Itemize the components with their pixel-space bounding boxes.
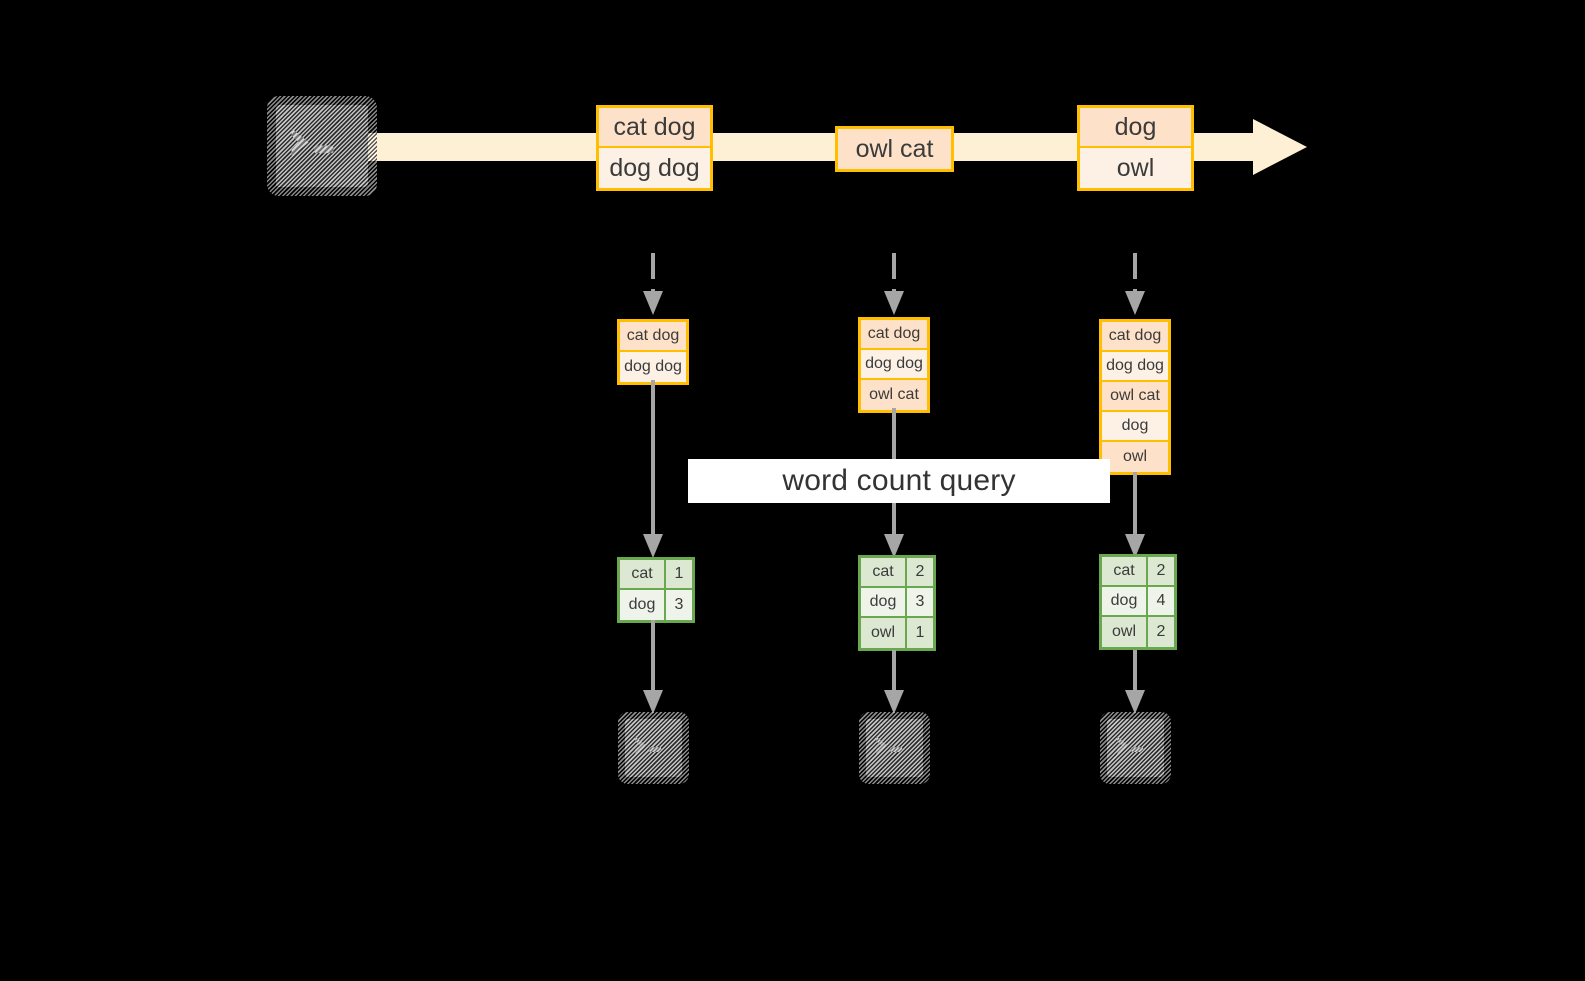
table-row: cat 2 xyxy=(861,558,933,588)
dashed-arrow-column-3 xyxy=(1124,253,1146,319)
accumulated-stack-column-1: cat dog dog dog xyxy=(617,319,689,385)
accumulated-line: owl cat xyxy=(1102,382,1168,412)
stream-line: cat dog xyxy=(599,108,710,148)
table-cell-key: cat xyxy=(620,560,666,588)
table-cell-key: owl xyxy=(1102,617,1148,647)
sink-terminal-icon-column-2[interactable] xyxy=(859,712,930,784)
table-cell-value: 3 xyxy=(666,590,692,620)
table-row: owl 2 xyxy=(1102,617,1174,647)
accumulated-line: owl cat xyxy=(861,380,927,410)
stream-line: owl cat xyxy=(838,129,951,169)
result-table-column-3: cat 2 dog 4 owl 2 xyxy=(1099,554,1177,650)
stream-batch-1: cat dog dog dog xyxy=(596,105,713,191)
accumulated-stack-column-3: cat dog dog dog owl cat dog owl xyxy=(1099,319,1171,475)
accumulated-line: cat dog xyxy=(1102,322,1168,352)
stream-batch-2: owl cat xyxy=(835,126,954,172)
dashed-arrow-column-1 xyxy=(642,253,664,319)
table-row: dog 4 xyxy=(1102,587,1174,617)
result-table-column-2: cat 2 dog 3 owl 1 xyxy=(858,555,936,651)
table-row: owl 1 xyxy=(861,618,933,648)
source-terminal-icon[interactable] xyxy=(267,96,377,196)
accumulated-line: dog dog xyxy=(861,350,927,380)
table-cell-value: 2 xyxy=(907,558,933,586)
table-cell-value: 2 xyxy=(1148,557,1174,585)
table-row: cat 1 xyxy=(620,560,692,590)
table-cell-key: dog xyxy=(861,588,907,616)
sink-terminal-icon-column-3[interactable] xyxy=(1100,712,1171,784)
table-cell-value: 1 xyxy=(666,560,692,588)
accumulated-line: cat dog xyxy=(861,320,927,350)
accumulated-stack-column-2: cat dog dog dog owl cat xyxy=(858,317,930,413)
table-cell-key: owl xyxy=(861,618,907,648)
table-cell-value: 1 xyxy=(907,618,933,648)
result-table-column-1: cat 1 dog 3 xyxy=(617,557,695,623)
sink-arrow-column-2 xyxy=(883,650,905,716)
table-cell-key: dog xyxy=(620,590,666,620)
table-row: cat 2 xyxy=(1102,557,1174,587)
table-cell-key: cat xyxy=(1102,557,1148,585)
table-row: dog 3 xyxy=(861,588,933,618)
table-cell-key: dog xyxy=(1102,587,1148,615)
table-cell-key: cat xyxy=(861,558,907,586)
accumulated-line: dog dog xyxy=(1102,352,1168,382)
query-arrow-column-3 xyxy=(1124,472,1146,560)
table-row: dog 3 xyxy=(620,590,692,620)
accumulated-line: owl xyxy=(1102,442,1168,472)
stream-line: dog dog xyxy=(599,148,710,188)
terminal-prompt-glyph xyxy=(1107,719,1164,777)
stream-batch-3: dog owl xyxy=(1077,105,1194,191)
table-cell-value: 4 xyxy=(1148,587,1174,615)
table-cell-value: 3 xyxy=(907,588,933,616)
terminal-prompt-glyph xyxy=(625,719,682,777)
stream-line: owl xyxy=(1080,148,1191,188)
accumulated-line: cat dog xyxy=(620,322,686,352)
terminal-prompt-glyph xyxy=(866,719,923,777)
stream-arrow xyxy=(352,114,1307,180)
accumulated-line: dog dog xyxy=(620,352,686,382)
query-label-text: word count query xyxy=(782,464,1016,497)
sink-arrow-column-3 xyxy=(1124,650,1146,716)
query-arrow-column-1 xyxy=(642,380,664,560)
accumulated-line: dog xyxy=(1102,412,1168,442)
dashed-arrow-column-2 xyxy=(883,253,905,319)
terminal-prompt-glyph xyxy=(276,105,368,187)
table-cell-value: 2 xyxy=(1148,617,1174,647)
sink-arrow-column-1 xyxy=(642,620,664,716)
sink-terminal-icon-column-1[interactable] xyxy=(618,712,689,784)
query-label: word count query xyxy=(688,459,1110,503)
stream-line: dog xyxy=(1080,108,1191,148)
